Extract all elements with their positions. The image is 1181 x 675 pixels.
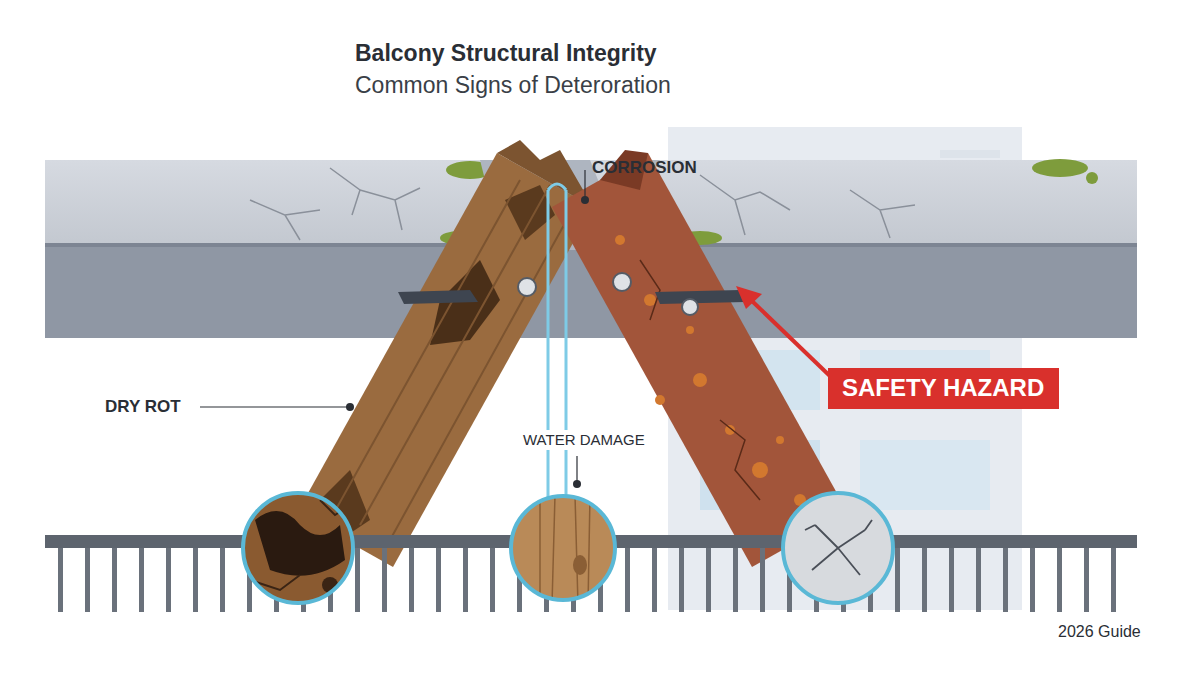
railing-bar [949, 548, 954, 612]
railing-bar [652, 548, 657, 612]
leader-lines [573, 480, 581, 488]
magnifier-water-damage [540, 495, 590, 605]
rusted-beam [655, 395, 665, 405]
magnifier-dry-rot [250, 500, 350, 590]
wood-beam [330, 180, 575, 540]
brackets [518, 278, 536, 296]
railing-bar [760, 548, 765, 612]
background-building [940, 150, 1000, 158]
hazard-arrow [736, 286, 762, 309]
railing-bar [733, 548, 738, 612]
brackets [613, 273, 631, 291]
railing-bar [112, 548, 117, 612]
railing-bar [895, 548, 900, 612]
hazard-box: SAFETY HAZARD [828, 368, 1059, 409]
leader-lines [581, 196, 589, 204]
rusted-beam [644, 294, 656, 306]
magnifier-concrete-crack [805, 520, 872, 575]
magnifier-concrete-crack [780, 490, 900, 610]
concrete-slab [1032, 159, 1088, 177]
concrete-slab [700, 175, 790, 235]
railing-bar [1111, 548, 1116, 612]
magnifier-water-damage [505, 490, 625, 610]
hazard-arrow [752, 301, 832, 378]
subtitle: Common Signs of Deteroration [355, 72, 671, 100]
railing-bar [58, 548, 63, 612]
magnifier-dry-rot [240, 490, 360, 610]
brackets [682, 299, 698, 315]
concrete-slab [330, 168, 420, 230]
magnifier-dry-rot [255, 511, 345, 576]
railing-bar [220, 548, 225, 612]
railing-bar [679, 548, 684, 612]
railing-bar [490, 548, 495, 612]
callout-label: CORROSION [592, 158, 697, 178]
railing-bar [1003, 548, 1008, 612]
railing-bar [436, 548, 441, 612]
railing-bar [355, 548, 360, 612]
callout-label: DRY ROT [105, 397, 181, 417]
magnifier-water-damage [505, 490, 625, 610]
rusted-beam [776, 436, 784, 444]
concrete-slab [250, 200, 320, 240]
leader-lines [200, 406, 348, 407]
water-streams [565, 190, 568, 532]
magnifier-dry-rot [240, 490, 360, 610]
magnifier-dry-rot [240, 490, 360, 610]
railing-bar [382, 548, 387, 612]
rusted-beam [615, 235, 806, 506]
railing-bar [193, 548, 198, 612]
callout-label: WATER DAMAGE [520, 430, 648, 450]
magnifier-concrete-crack [783, 493, 893, 603]
railing-bar [1057, 548, 1062, 612]
railing-bar [976, 548, 981, 612]
footer-note: 2026 Guide [1058, 622, 1141, 641]
magnifier-water-damage [505, 490, 625, 610]
magnifier-concrete-crack [780, 490, 900, 610]
brackets [398, 273, 745, 315]
hazard-text: SAFETY HAZARD [842, 374, 1045, 403]
leader-lines [584, 170, 585, 198]
background-building [860, 440, 990, 510]
water-streams [547, 190, 550, 532]
diagram-title: Balcony Structural Integrity [355, 40, 657, 68]
railing-bar [463, 548, 468, 612]
leader-lines [576, 456, 577, 482]
water-streams [548, 184, 566, 532]
railing-bar [1030, 548, 1035, 612]
railing-bar [166, 548, 171, 612]
railing-bar [1084, 548, 1089, 612]
railing-bar [922, 548, 927, 612]
magnifier-water-damage [573, 555, 587, 575]
railing-bar [409, 548, 414, 612]
leader-lines [346, 403, 354, 411]
railing-bar [139, 548, 144, 612]
water-streams [548, 184, 566, 190]
brackets [655, 290, 745, 304]
magnifier-dry-rot [243, 493, 353, 603]
railing-bar [706, 548, 711, 612]
railing-bar [625, 548, 630, 612]
rusted-beam [693, 373, 707, 387]
brackets [398, 290, 478, 304]
magnifier-water-damage [511, 496, 615, 600]
magnifier-concrete-crack [780, 490, 900, 610]
hazard-arrow [736, 286, 832, 378]
rusted-beam [686, 326, 694, 334]
concrete-slab [1086, 172, 1098, 184]
concrete-slab [850, 190, 915, 238]
rusted-beam [615, 235, 625, 245]
railing-bar [85, 548, 90, 612]
rusted-beam [752, 462, 768, 478]
